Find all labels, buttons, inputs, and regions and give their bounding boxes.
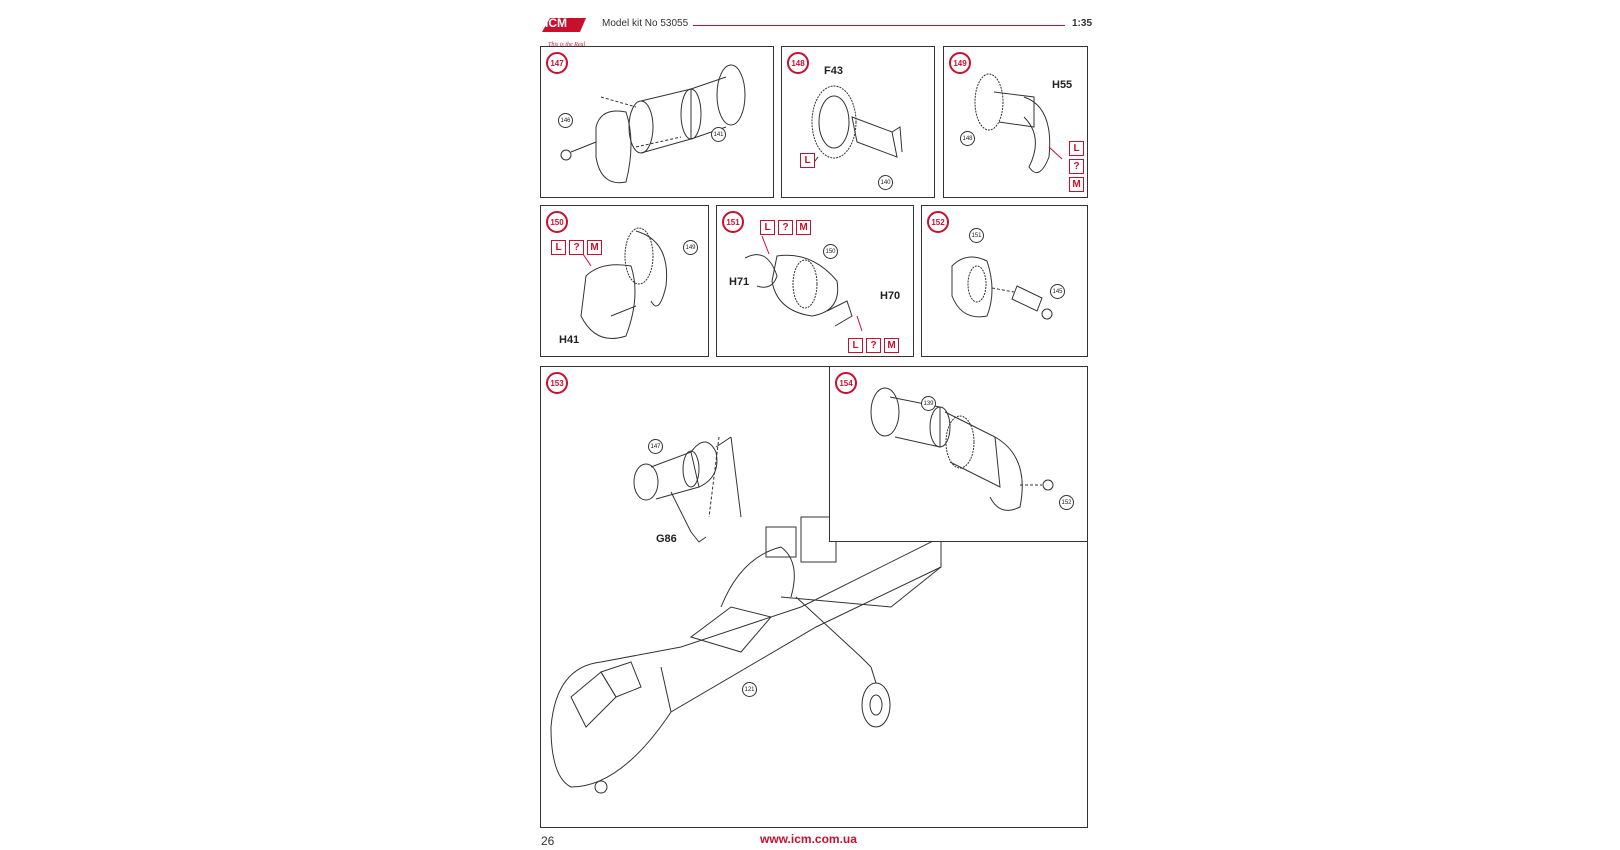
paint-code: ? [866, 338, 881, 353]
intake-drawing [951, 256, 1053, 320]
header-divider [693, 25, 1065, 26]
part-label: H41 [559, 334, 580, 346]
step-152-panel: 152 151 145 [921, 205, 1088, 357]
part-label: G86 [656, 533, 677, 545]
engine-intake-assembly-drawing [870, 387, 1054, 511]
fan-drawing [811, 85, 903, 166]
step-number-badge: 153 [546, 372, 568, 394]
ref-circle: 140 [878, 175, 893, 190]
step-151-panel: 151 L ? M 150 H71 H70 L ? M [716, 205, 914, 357]
step-number-badge: 154 [835, 372, 857, 394]
ref-circle: 146 [558, 113, 573, 128]
website-link[interactable]: www.icm.com.ua [760, 832, 857, 846]
ref-circle: 148 [960, 131, 975, 146]
ref-circle: 145 [1050, 284, 1065, 299]
scale-label: 1:35 [1072, 18, 1093, 29]
part-label: H55 [1052, 79, 1073, 91]
step-147-panel: 147 146 141 [540, 46, 774, 198]
step-number-badge: 151 [722, 211, 744, 233]
ref-circle: 141 [711, 127, 726, 142]
ref-circle: 121 [742, 682, 757, 697]
helicopter-fuselage-drawing [550, 436, 942, 794]
cowling-half-drawing [578, 227, 668, 339]
paint-code: L [760, 220, 775, 235]
step-number-badge: 152 [927, 211, 949, 233]
part-label: H71 [729, 276, 750, 288]
paint-code: M [1069, 177, 1084, 192]
step-number-badge: 148 [787, 52, 809, 74]
ref-circle: 139 [921, 396, 936, 411]
icm-logo: ICM This is the Real [540, 14, 590, 48]
ref-circle: 147 [648, 439, 663, 454]
step-148-panel: 148 F43 L 140 [781, 46, 935, 198]
logo-tagline: This is the Real [548, 42, 586, 48]
cowling-drawing [974, 73, 1063, 174]
step-154-panel: 154 139 152 [829, 366, 1088, 542]
part-label: H70 [880, 290, 901, 302]
step-number-badge: 150 [546, 211, 568, 233]
paint-code: L [1069, 141, 1084, 156]
ref-circle: 151 [969, 228, 984, 243]
step-number-badge: 147 [546, 52, 568, 74]
step-150-panel: 150 L ? M 149 H41 [540, 205, 709, 357]
page-number: 26 [541, 834, 555, 848]
paint-code: M [884, 338, 899, 353]
paint-code: M [587, 240, 602, 255]
logo-text: ICM [545, 16, 567, 30]
paint-code: ? [778, 220, 793, 235]
paint-code: M [796, 220, 811, 235]
paint-code: ? [569, 240, 584, 255]
ref-circle: 150 [823, 244, 838, 259]
paint-code: ? [1069, 159, 1084, 174]
step-149-panel: 149 H55 148 L ? M [943, 46, 1088, 198]
cowling-panels-drawing [744, 235, 863, 332]
ref-circle: 152 [1059, 495, 1074, 510]
part-label: F43 [824, 65, 843, 77]
kit-number: Model kit No 53055 [602, 18, 689, 29]
paint-code: L [551, 240, 566, 255]
paint-code: L [800, 153, 815, 168]
engine-assembly-drawing [560, 64, 746, 184]
paint-code: L [848, 338, 863, 353]
ref-circle: 149 [683, 240, 698, 255]
step-number-badge: 149 [949, 52, 971, 74]
